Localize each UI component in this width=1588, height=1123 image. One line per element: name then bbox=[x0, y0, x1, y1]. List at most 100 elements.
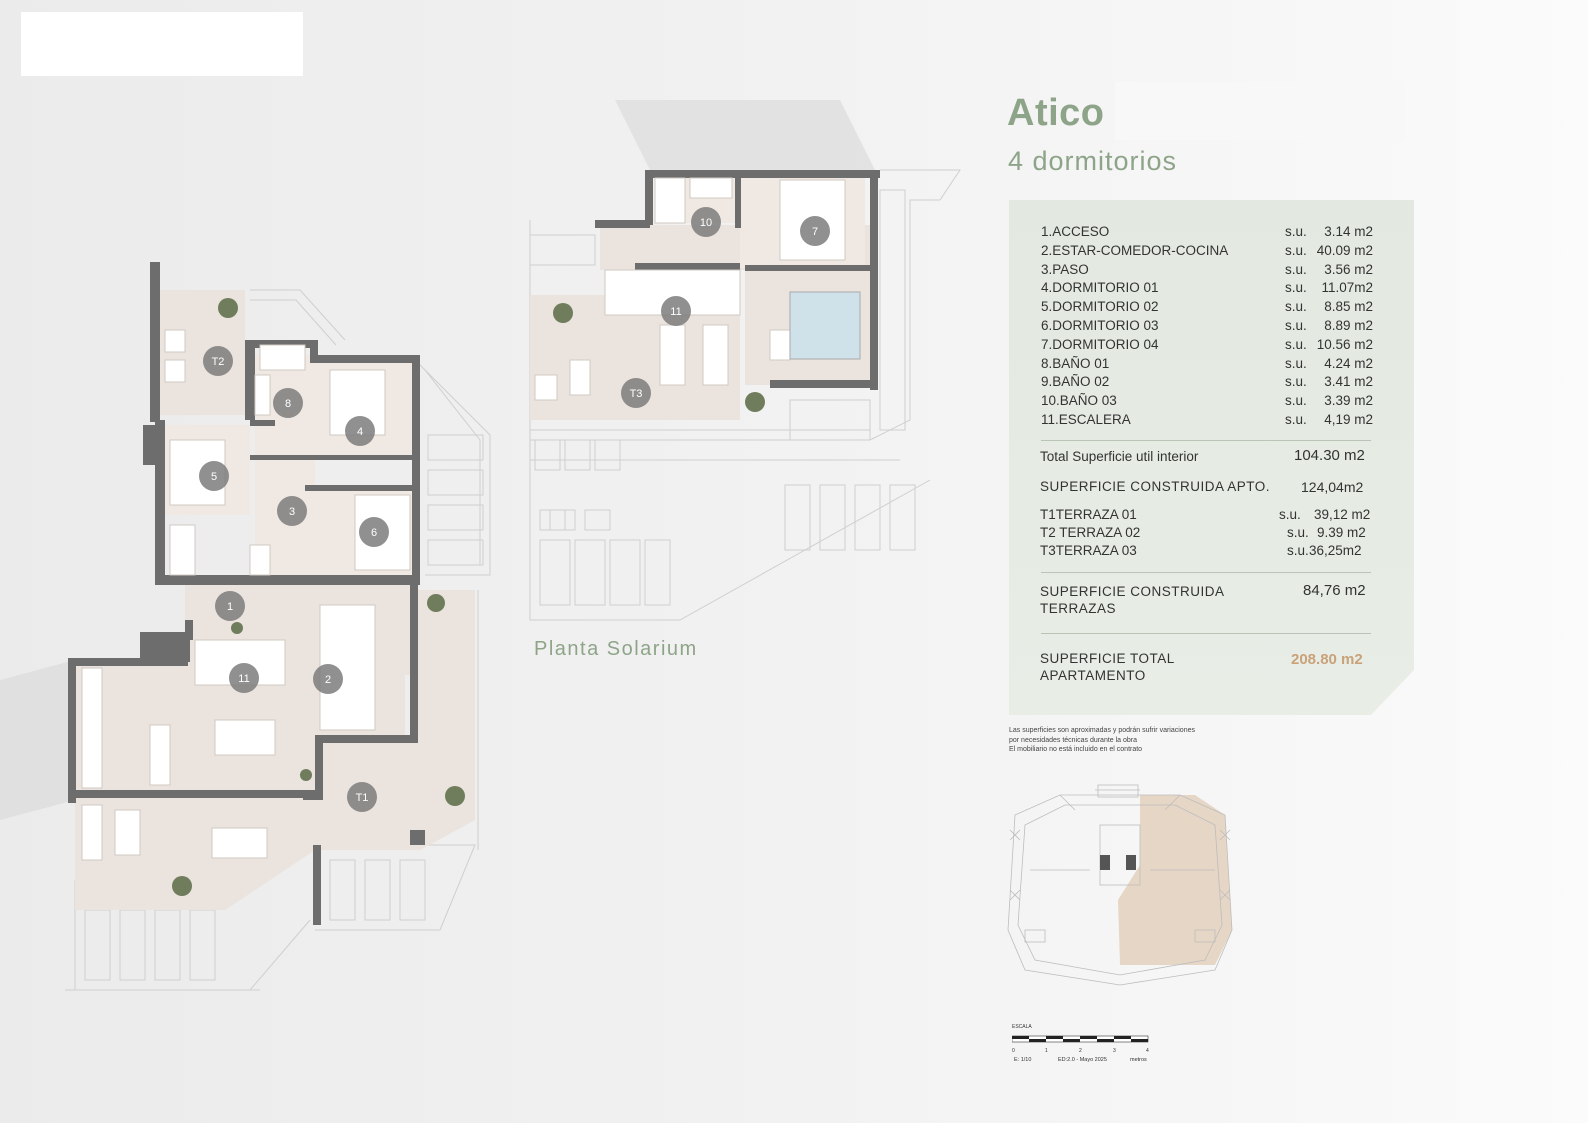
terraza-name: T1TERRAZA 01 bbox=[1040, 507, 1137, 522]
terraza-name: T3TERRAZA 03 bbox=[1040, 543, 1137, 558]
room-marker-label: 8 bbox=[285, 398, 291, 410]
terrazas-construida-value: 84,76 m2 bbox=[1303, 582, 1366, 599]
room-marker bbox=[691, 207, 721, 237]
divider bbox=[1041, 633, 1371, 634]
total-value: 208.80 m2 bbox=[1291, 651, 1363, 668]
room-su: s.u. bbox=[1285, 299, 1307, 315]
room-name: 4.DORMITORIO 01 bbox=[1041, 280, 1159, 296]
room-marker-label: 5 bbox=[211, 471, 217, 483]
room-marker-label: T1 bbox=[356, 792, 369, 804]
construida-label: SUPERFICIE CONSTRUIDA APTO. bbox=[1040, 479, 1271, 494]
room-area: 3.41 m2 bbox=[1324, 374, 1373, 390]
key-plan bbox=[1007, 784, 1233, 986]
page-subtitle: 4 dormitorios bbox=[1008, 146, 1178, 176]
room-name: 8.BAÑO 01 bbox=[1041, 355, 1110, 371]
interior-total-label: Total Superficie util interior bbox=[1040, 449, 1199, 464]
room-area: 3.56 m2 bbox=[1324, 261, 1373, 277]
room-su: s.u. bbox=[1285, 355, 1307, 371]
note-line: Las superficies son aproximadas y podrán… bbox=[1009, 727, 1195, 734]
scale-tick: 1 bbox=[1045, 1048, 1048, 1054]
room-name: 9.BAÑO 02 bbox=[1041, 374, 1110, 390]
terraza-name: T2 TERRAZA 02 bbox=[1040, 525, 1141, 540]
room-marker-label: 2 bbox=[325, 674, 331, 686]
scale-ratio: E: 1/10 bbox=[1014, 1057, 1032, 1063]
room-marker-label: 7 bbox=[812, 226, 818, 238]
room-marker bbox=[313, 664, 343, 694]
room-su: s.u. bbox=[1285, 374, 1307, 390]
room-marker bbox=[199, 461, 229, 491]
room-marker bbox=[215, 591, 245, 621]
scale-tick: 3 bbox=[1113, 1048, 1116, 1054]
room-area: 8.85 m2 bbox=[1324, 299, 1373, 315]
room-marker bbox=[273, 388, 303, 418]
room-area: 3.39 m2 bbox=[1324, 393, 1373, 409]
terraza-su: s.u. bbox=[1287, 525, 1309, 540]
room-list: 1.ACCESO s.u. 3.14 m2 2.ESTAR-COMEDOR-COCI… bbox=[1041, 224, 1381, 431]
total-label-1: SUPERFICIE TOTAL bbox=[1040, 651, 1175, 666]
room-marker-label: 10 bbox=[700, 217, 712, 229]
room-area: 4,19 m2 bbox=[1324, 411, 1373, 427]
room-su: s.u. bbox=[1285, 242, 1307, 258]
room-name: 1.ACCESO bbox=[1041, 224, 1110, 239]
divider bbox=[1041, 572, 1371, 573]
room-marker bbox=[621, 378, 651, 408]
room-marker bbox=[359, 517, 389, 547]
scale-tick: 4 bbox=[1146, 1048, 1149, 1054]
scale-tick: 2 bbox=[1079, 1048, 1082, 1054]
room-row: 9.BAÑO 02 s.u. 3.41 m2 bbox=[1041, 374, 1381, 393]
divider bbox=[1041, 440, 1371, 441]
room-name: 10.BAÑO 03 bbox=[1041, 393, 1117, 409]
room-su: s.u. bbox=[1285, 280, 1307, 296]
room-marker bbox=[345, 416, 375, 446]
solarium-label: Planta Solarium bbox=[534, 638, 698, 660]
room-marker-label: 3 bbox=[289, 506, 295, 518]
scale-bar: ESCALA 0 1 2 3 4 E: 1/10 ED:2.0 - Mayo 2… bbox=[1012, 1024, 1152, 1069]
title-mask bbox=[1115, 82, 1405, 140]
room-marker-label: T2 bbox=[212, 356, 225, 368]
note-line: El mobiliario no está incluido en el con… bbox=[1009, 746, 1143, 753]
room-marker bbox=[277, 496, 307, 526]
room-su: s.u. bbox=[1285, 261, 1307, 277]
scale-edition: ED:2.0 - Mayo 2025 bbox=[1058, 1057, 1107, 1063]
construida-value: 124,04m2 bbox=[1301, 479, 1364, 495]
room-area: 10.56 m2 bbox=[1316, 336, 1373, 352]
room-su: s.u. bbox=[1285, 224, 1307, 239]
room-marker bbox=[800, 216, 830, 246]
terraza-su: s.u. bbox=[1287, 543, 1309, 558]
room-name: 5.DORMITORIO 02 bbox=[1041, 299, 1159, 315]
room-name: 3.PASO bbox=[1041, 261, 1089, 277]
room-marker-label: 1 bbox=[227, 601, 233, 613]
room-marker-label: T3 bbox=[630, 388, 643, 400]
room-row: 2.ESTAR-COMEDOR-COCINA s.u. 40.09 m2 bbox=[1041, 243, 1381, 262]
terrazas-construida-label-2: TERRAZAS bbox=[1040, 601, 1117, 616]
terrazas-construida-label-1: SUPERFICIE CONSTRUIDA bbox=[1040, 584, 1225, 599]
room-marker-label: 6 bbox=[371, 527, 377, 539]
room-row: 1.ACCESO s.u. 3.14 m2 bbox=[1041, 224, 1381, 243]
room-marker-label: 11 bbox=[670, 306, 681, 318]
room-row: 4.DORMITORIO 01 s.u. 11.07m2 bbox=[1041, 280, 1381, 299]
room-marker bbox=[203, 346, 233, 376]
room-marker-label: 11 bbox=[238, 673, 249, 685]
room-area: 40.09 m2 bbox=[1316, 242, 1373, 258]
room-su: s.u. bbox=[1285, 393, 1307, 409]
room-row: 10.BAÑO 03 s.u. 3.39 m2 bbox=[1041, 393, 1381, 412]
room-marker bbox=[661, 296, 691, 326]
room-marker bbox=[347, 782, 377, 812]
room-area: 11.07m2 bbox=[1321, 280, 1373, 296]
note-line: por necesidades técnicas durante la obra bbox=[1009, 736, 1138, 744]
terraza-su: s.u. bbox=[1279, 507, 1301, 522]
room-name: 2.ESTAR-COMEDOR-COCINA bbox=[1041, 242, 1229, 258]
room-su: s.u. bbox=[1285, 317, 1307, 333]
terraza-area: 9.39 m2 bbox=[1317, 525, 1366, 540]
room-row: 3.PASO s.u. 3.56 m2 bbox=[1041, 262, 1381, 281]
room-marker bbox=[229, 663, 259, 693]
scale-ruler bbox=[1012, 1035, 1149, 1043]
scale-unit: metros bbox=[1130, 1057, 1147, 1063]
room-name: 6.DORMITORIO 03 bbox=[1041, 317, 1159, 333]
scale-label: ESCALA bbox=[1012, 1024, 1032, 1030]
room-area: 3.14 m2 bbox=[1324, 224, 1373, 239]
